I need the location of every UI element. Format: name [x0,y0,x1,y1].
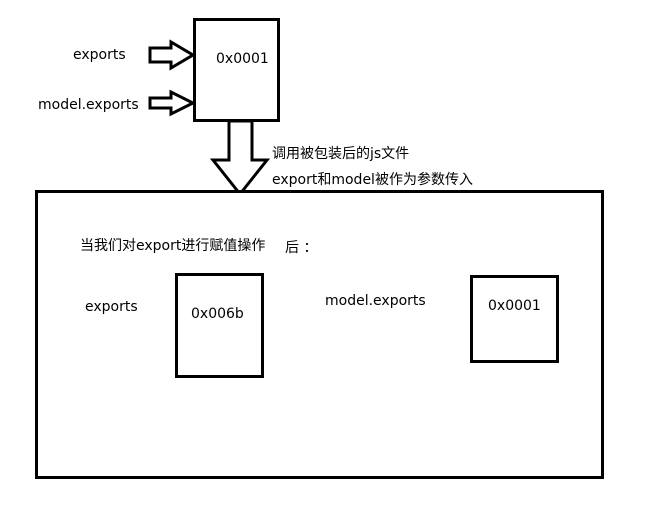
arrow-down-to-frame [209,119,271,197]
transition-text-line1: 调用被包装后的js文件 [272,146,410,162]
inner-caption-suffix: 后 ： [285,240,318,256]
inner-caption: 当我们对export进行赋值操作 [80,238,266,254]
memory-box-model-exports: 0x0001 [470,275,559,363]
label-exports-inner: exports [85,299,138,315]
memory-address-exports: 0x006b [191,306,244,322]
memory-address-model-exports: 0x0001 [488,298,541,314]
label-model-exports-top: model.exports [38,97,139,113]
arrow-exports-to-top-box [148,39,196,71]
memory-box-top: 0x0001 [193,18,280,122]
arrow-model-exports-to-top-box [148,89,197,117]
memory-address-top: 0x0001 [216,51,269,67]
label-exports-top: exports [73,47,126,63]
memory-box-exports: 0x006b [175,273,264,378]
transition-text-line2: export和model被作为参数传入 [272,172,473,188]
label-model-exports-inner: model.exports [325,293,426,309]
